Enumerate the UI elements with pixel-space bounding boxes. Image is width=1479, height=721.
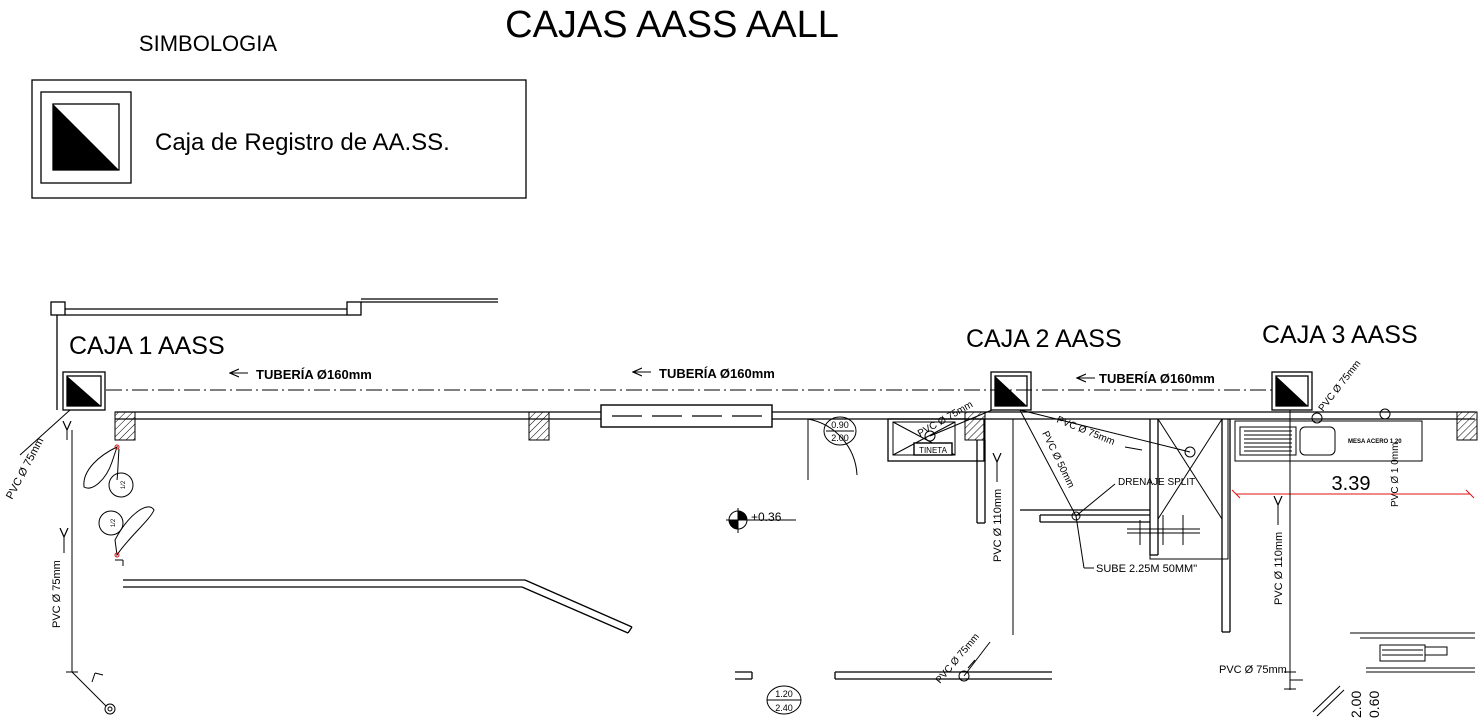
middle-partitions [976, 418, 1231, 635]
bottom-dim-b: 0.60 [1366, 691, 1382, 718]
legend-frame [31, 79, 527, 199]
legend-item-label: Caja de Registro de AA.SS. [155, 129, 450, 156]
svg-text:1/2: 1/2 [121, 480, 127, 489]
level-marker-icon [726, 508, 796, 533]
tineta-enclosure [887, 418, 985, 462]
dimension-value: 3.39 [1332, 473, 1371, 495]
svg-text:1.20: 1.20 [775, 689, 793, 699]
main-wall [114, 404, 1478, 441]
pvc75-label-a: PVC Ø 75mm [4, 436, 46, 502]
svg-text:0.90: 0.90 [831, 420, 849, 430]
dimension-line [1231, 489, 1475, 499]
bottom-right-fixture [1350, 632, 1475, 673]
tineta-label: TINETA [919, 446, 948, 455]
upper-wall [50, 298, 498, 410]
main-pipe-label-1: TUBERÍA Ø160mm [256, 367, 372, 382]
registry-box-1 [62, 371, 106, 411]
drenaje-label: DRENAJE SPLIT [1118, 477, 1195, 488]
counter-label: MESA ACERO 1.20 [1348, 439, 1402, 445]
pvc110-label-a: PVC Ø 110mm [992, 489, 1004, 562]
drawing-title: CAJAS AASS AALL [505, 4, 839, 46]
box-2-label: CAJA 2 AASS [966, 325, 1122, 353]
box-2-branches [929, 409, 1191, 569]
svg-text:1/2: 1/2 [111, 518, 117, 527]
door-tag-2: 1.20 2.40 [766, 685, 802, 715]
pvc75-label-g: PVC Ø 75mm [934, 632, 982, 686]
main-pipe-label-2: TUBERÍA Ø160mm [659, 366, 775, 381]
pvc110-label-b: PVC Ø 110mm [1273, 532, 1285, 605]
main-pipe-label-3: TUBERÍA Ø160mm [1099, 371, 1215, 386]
ramp-wall [123, 579, 633, 634]
legend-heading: SIMBOLOGIA [139, 31, 277, 56]
svg-text:2.40: 2.40 [775, 703, 793, 713]
left-branch: 1/2 1/2 [19, 409, 155, 715]
pvc75-label-e: PVC Ø 75mm [1317, 358, 1364, 413]
registry-box-3 [1271, 371, 1313, 411]
pvc75-label-f: PVC Ø 75mm [1219, 664, 1287, 676]
box-3-label: CAJA 3 AASS [1262, 321, 1418, 349]
door-tag-1: 0.90 2.00 [807, 416, 858, 480]
box-1-label: CAJA 1 AASS [69, 332, 225, 360]
registry-box-2 [990, 371, 1032, 411]
pvc100-label: PVC Ø 1 0mm [1390, 443, 1401, 507]
sube-label: SUBE 2.25M 50MM" [1096, 563, 1197, 575]
bottom-dim-a: 2.00 [1348, 691, 1364, 718]
bottom-wall [735, 641, 1052, 682]
box-3-branch [1278, 410, 1345, 717]
counter [1234, 408, 1423, 462]
level-label: +0.36 [751, 510, 782, 524]
svg-text:2.00: 2.00 [831, 433, 849, 443]
registry-box-icon [40, 91, 132, 184]
pvc75-label-b: PVC Ø 75mm [51, 560, 63, 628]
